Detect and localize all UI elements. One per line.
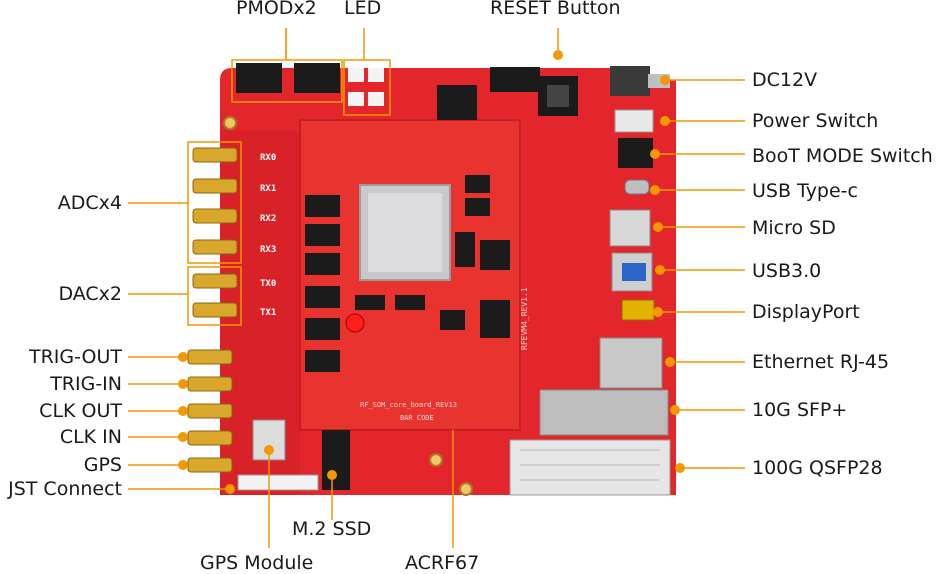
reset-button-cap bbox=[547, 85, 569, 107]
chip-top bbox=[437, 85, 477, 120]
pmod-connector-1 bbox=[236, 63, 282, 93]
label-ethernet: Ethernet RJ-45 bbox=[752, 351, 890, 373]
label-usb-typec: USB Type-c bbox=[752, 180, 858, 202]
mount-hole bbox=[429, 453, 443, 467]
qsfp-grid bbox=[520, 449, 660, 481]
leader-dots bbox=[178, 50, 685, 494]
silk-som: RF_SOM_core_board_REV13 bbox=[360, 401, 457, 409]
m2-slot bbox=[322, 430, 350, 490]
label-gps: GPS bbox=[83, 454, 122, 476]
label-adc: ADCx4 bbox=[57, 192, 122, 214]
label-jst: JST Connect bbox=[8, 478, 122, 500]
mount-hole bbox=[223, 116, 237, 130]
label-qsfp: 100G QSFP28 bbox=[752, 457, 883, 479]
fpga-chip-face bbox=[368, 193, 442, 272]
svg-text:RX3: RX3 bbox=[260, 245, 276, 255]
label-micro-sd: Micro SD bbox=[752, 217, 836, 239]
sma-connectors bbox=[187, 147, 238, 473]
label-dac: DACx2 bbox=[58, 283, 122, 305]
silk-bar: BAR CODE bbox=[400, 414, 434, 422]
label-acrf67: ACRF67 bbox=[405, 552, 480, 574]
sfp-cage bbox=[539, 389, 669, 436]
micro-sd bbox=[609, 209, 651, 247]
label-gps-module: GPS Module bbox=[200, 552, 314, 574]
led-box bbox=[343, 59, 391, 116]
label-usb30: USB3.0 bbox=[752, 260, 822, 282]
label-displayport: DisplayPort bbox=[752, 301, 860, 323]
jst-connector bbox=[237, 474, 319, 491]
memory-chips bbox=[305, 175, 510, 372]
usb-typec bbox=[624, 179, 650, 195]
mount-hole bbox=[459, 482, 473, 496]
pmod-connector-2 bbox=[294, 63, 340, 93]
silk-evm: RFEVM4_REV1.1 bbox=[520, 287, 529, 350]
svg-text:TX0: TX0 bbox=[260, 279, 276, 289]
rf-silk: RX0 RX1 RX2 RX3 TX0 TX1 bbox=[260, 153, 276, 318]
usb30-tongue bbox=[622, 263, 646, 281]
displayport bbox=[621, 299, 655, 321]
rj45 bbox=[599, 337, 663, 389]
label-dc12v: DC12V bbox=[752, 69, 818, 91]
som-indicator bbox=[345, 313, 365, 333]
leader-lines bbox=[128, 28, 745, 548]
svg-text:RX0: RX0 bbox=[260, 153, 276, 163]
svg-text:RX1: RX1 bbox=[260, 184, 276, 194]
label-reset: RESET Button bbox=[490, 0, 621, 19]
label-clk-in: CLK IN bbox=[59, 426, 122, 448]
svg-text:TX1: TX1 bbox=[260, 308, 276, 318]
label-clk-out: CLK OUT bbox=[39, 400, 122, 422]
top-header bbox=[490, 67, 540, 92]
led-parts bbox=[348, 68, 384, 106]
label-trig-out: TRIG-OUT bbox=[29, 346, 122, 368]
label-led: LED bbox=[344, 0, 382, 19]
dc-jack bbox=[610, 66, 650, 96]
power-switch bbox=[614, 109, 654, 133]
label-trig-in: TRIG-IN bbox=[50, 373, 122, 395]
label-boot-mode: BooT MODE Switch bbox=[752, 145, 933, 167]
boot-switch bbox=[618, 138, 653, 168]
label-power-switch: Power Switch bbox=[752, 110, 879, 132]
label-pmod: PMODx2 bbox=[236, 0, 317, 19]
label-m2-ssd: M.2 SSD bbox=[292, 518, 372, 540]
qsfp-cage bbox=[509, 439, 671, 496]
pmod-box bbox=[231, 59, 343, 103]
dac-box bbox=[187, 266, 242, 326]
label-sfp: 10G SFP+ bbox=[752, 399, 848, 421]
svg-text:RX2: RX2 bbox=[260, 214, 276, 224]
